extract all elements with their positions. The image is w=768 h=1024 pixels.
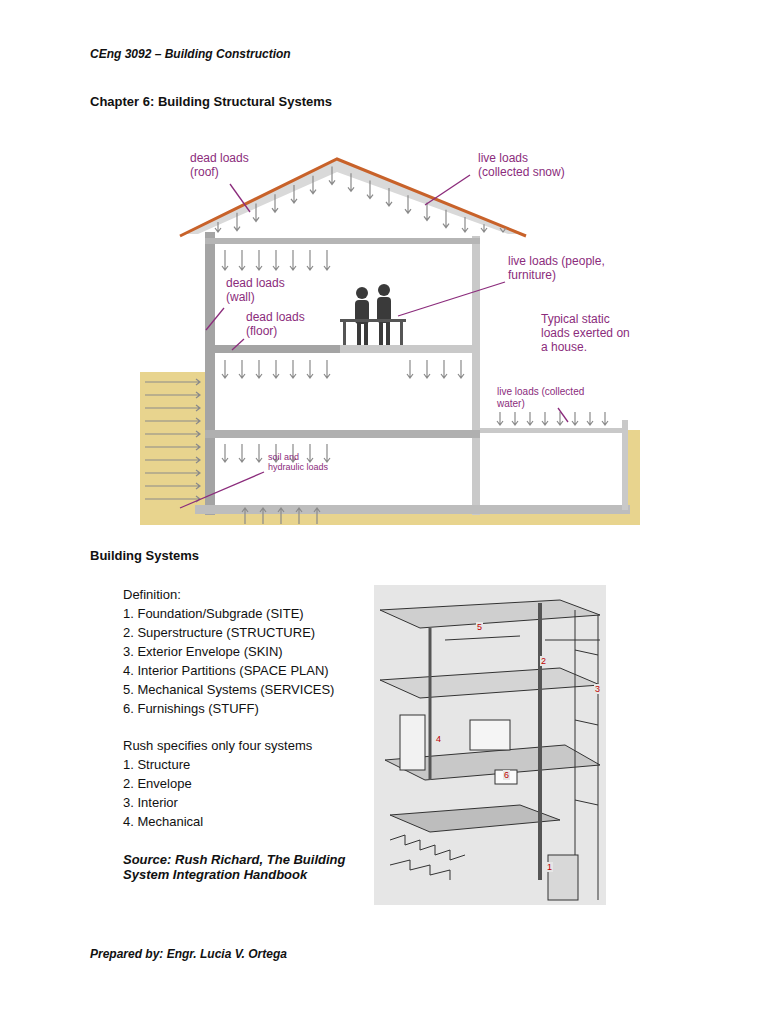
load-arrow — [234, 213, 240, 231]
load-arrow — [256, 360, 262, 378]
callout-number: 5 — [476, 622, 483, 632]
load-label: dead loads (roof) — [190, 152, 260, 180]
load-arrow — [307, 360, 313, 378]
load-arrow — [145, 392, 200, 398]
callout-number: 1 — [546, 862, 553, 872]
load-arrow — [272, 194, 278, 212]
callout-number: 2 — [540, 656, 547, 666]
load-arrow — [222, 360, 228, 378]
list-item: 5. Mechanical Systems (SERVICES) — [123, 683, 373, 698]
load-arrow — [602, 412, 608, 425]
list-item: 3. Exterior Envelope (SKIN) — [123, 645, 373, 660]
list-heading: Definition: — [123, 588, 323, 603]
load-arrow — [307, 250, 313, 270]
footer-credit: Prepared by: Engr. Lucia V. Ortega — [90, 948, 410, 962]
building-cutaway — [374, 585, 606, 905]
load-arrow — [260, 508, 266, 524]
load-arrow — [310, 176, 316, 194]
load-arrow — [290, 360, 296, 378]
list-item: 1. Structure — [123, 758, 323, 773]
load-arrow — [462, 217, 468, 232]
figure-note: Typical static loads exerted on a house. — [541, 313, 639, 354]
load-arrow — [145, 431, 200, 437]
load-arrow — [458, 360, 464, 378]
load-arrow — [527, 412, 533, 425]
section-heading: Building Systems — [90, 549, 290, 564]
list-item: 1. Foundation/Subgrade (SITE) — [123, 607, 373, 622]
load-label: live loads (people, furniture) — [508, 255, 626, 283]
page-title: Chapter 6: Building Structural Systems — [90, 95, 490, 110]
load-arrow — [273, 250, 279, 270]
load-arrow — [324, 444, 330, 462]
load-arrow — [424, 202, 430, 220]
load-arrow — [256, 444, 262, 462]
load-arrow — [405, 195, 411, 213]
load-label: live loads (collected snow) — [478, 152, 578, 180]
load-arrow — [587, 412, 593, 425]
load-label: soil and hydraulic loads — [268, 452, 336, 473]
callout-number: 3 — [594, 684, 601, 694]
load-arrow — [145, 483, 200, 489]
load-arrow — [443, 210, 449, 228]
list-item: 2. Envelope — [123, 777, 323, 792]
load-arrow — [329, 166, 335, 184]
load-arrow — [314, 508, 320, 524]
callout-number: 6 — [503, 770, 510, 780]
list-item: 4. Mechanical — [123, 815, 323, 830]
load-arrow — [500, 228, 506, 232]
load-arrow — [145, 405, 200, 411]
load-arrow — [386, 188, 392, 206]
load-arrow — [242, 508, 248, 524]
load-label: dead loads (wall) — [226, 277, 296, 305]
house-section — [140, 159, 640, 525]
load-arrow — [215, 222, 221, 232]
list-item: 3. Interior — [123, 796, 323, 811]
load-arrow — [542, 412, 548, 425]
load-arrow — [239, 250, 245, 270]
load-label: live loads (collected water) — [497, 386, 612, 409]
load-arrow — [256, 250, 262, 270]
load-arrow — [290, 250, 296, 270]
load-arrow — [307, 444, 313, 462]
load-arrow — [367, 181, 373, 199]
load-arrow — [324, 250, 330, 270]
list-heading: Rush specifies only four systems — [123, 739, 373, 754]
load-label: dead loads (floor) — [246, 311, 318, 339]
load-arrow — [145, 496, 200, 502]
load-arrow — [222, 444, 228, 462]
callout-number: 4 — [435, 734, 442, 744]
load-arrow — [145, 444, 200, 450]
list-item: 2. Superstructure (STRUCTURE) — [123, 626, 373, 641]
list-item: 6. Furnishings (STUFF) — [123, 702, 373, 717]
load-arrow — [324, 360, 330, 378]
load-arrow — [145, 379, 200, 385]
load-arrow — [497, 412, 503, 425]
load-arrow — [291, 185, 297, 203]
load-arrow — [572, 412, 578, 425]
load-arrow — [512, 412, 518, 425]
load-arrow — [278, 508, 284, 524]
load-arrow — [348, 173, 354, 191]
load-arrow — [239, 444, 245, 462]
load-arrow — [424, 360, 430, 378]
load-arrow — [145, 470, 200, 476]
load-arrow — [296, 508, 302, 524]
load-arrow — [145, 457, 200, 463]
list-item: 4. Interior Partitions (SPACE PLAN) — [123, 664, 373, 679]
load-arrow — [222, 250, 228, 270]
load-arrow — [441, 360, 447, 378]
load-arrow — [273, 360, 279, 378]
load-arrow — [481, 224, 487, 232]
load-arrow — [407, 360, 413, 378]
course-header: CEng 3092 – Building Construction — [90, 48, 390, 62]
load-arrow — [253, 203, 259, 221]
load-arrow — [239, 360, 245, 378]
source-note: Source: Rush Richard, The Building Syste… — [123, 853, 385, 883]
load-arrow — [145, 418, 200, 424]
